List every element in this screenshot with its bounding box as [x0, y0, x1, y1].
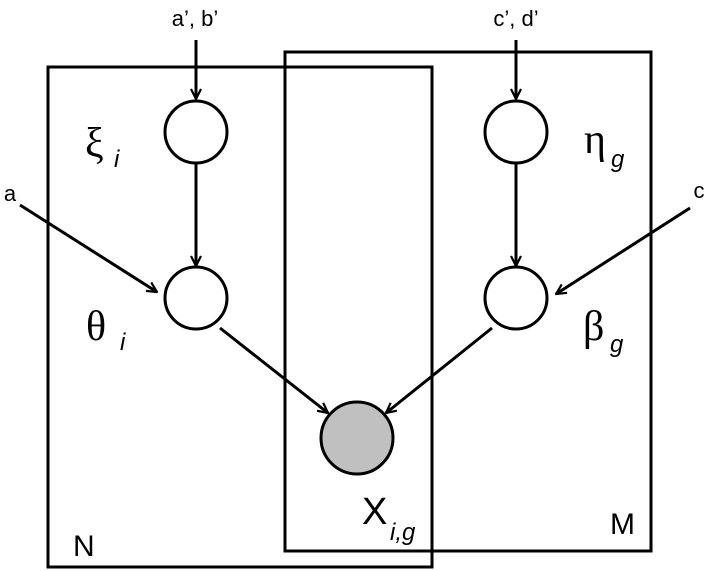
- plate-n: [46, 65, 434, 569]
- edge-theta-to-x: [219, 326, 328, 413]
- node-xi: [163, 99, 229, 165]
- hyper-label-c: c: [694, 178, 705, 203]
- label-eta-subscript: g: [611, 146, 625, 173]
- label-eta: η g: [584, 117, 625, 173]
- plate-m: [283, 50, 653, 553]
- label-xi: ξ i: [85, 121, 120, 173]
- label-xi-symbol: ξ: [85, 121, 104, 167]
- label-beta-symbol: β: [583, 304, 604, 350]
- label-x-subscript: i,g: [390, 519, 416, 546]
- label-beta-subscript: g: [610, 331, 624, 358]
- hyper-label-cd: c’, d’: [493, 6, 538, 31]
- plate-label-m: M: [610, 508, 635, 541]
- node-eta: [483, 99, 549, 165]
- label-x: X i,g: [362, 491, 416, 546]
- node-theta: [163, 265, 229, 331]
- label-theta-subscript: i: [120, 329, 126, 356]
- label-beta: β g: [583, 304, 624, 358]
- label-eta-symbol: η: [584, 117, 606, 163]
- label-theta-symbol: θ: [86, 304, 106, 350]
- plate-label-n: N: [73, 530, 95, 563]
- hyper-label-a: a: [4, 181, 17, 206]
- node-x-observed: [319, 400, 395, 476]
- label-theta: θ i: [86, 304, 126, 356]
- node-beta: [483, 265, 549, 331]
- label-xi-subscript: i: [114, 146, 120, 173]
- edge-a-to-theta: [19, 203, 157, 292]
- hyper-label-ab: a’, b’: [172, 6, 218, 31]
- label-x-symbol: X: [362, 491, 387, 533]
- edge-c-to-beta: [556, 206, 691, 294]
- edge-beta-to-x: [386, 326, 493, 413]
